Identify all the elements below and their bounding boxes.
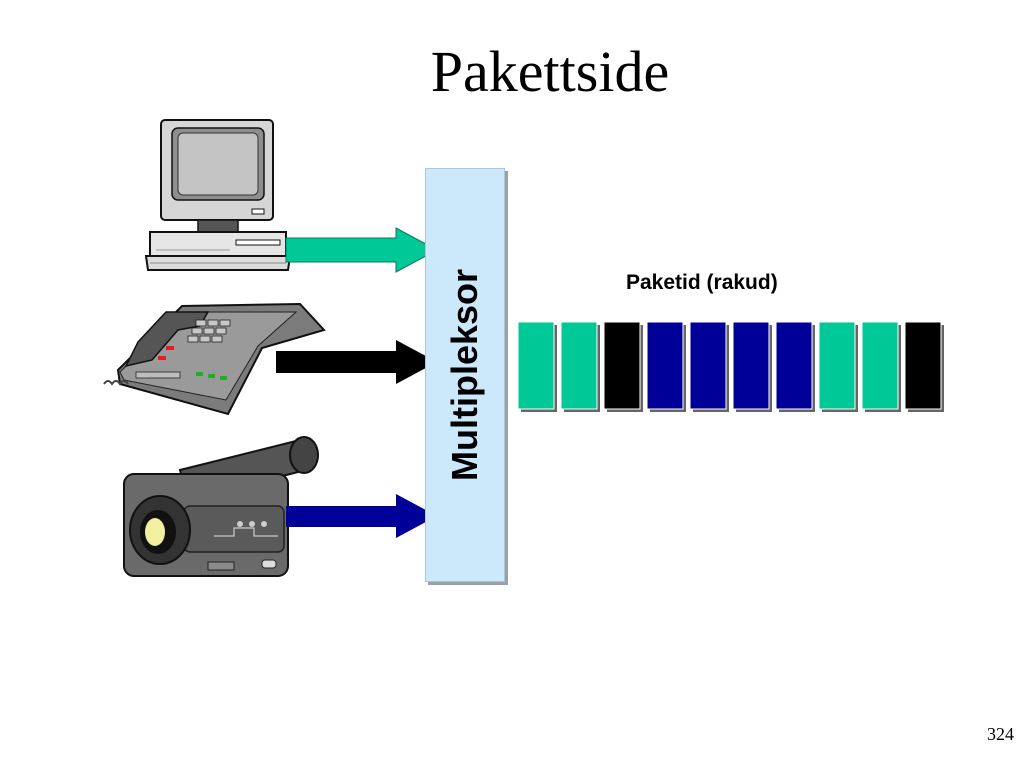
telephone-icon [103, 302, 326, 416]
video-camera-icon [123, 436, 319, 577]
arrow-telephone [276, 340, 437, 384]
arrow-computer [285, 227, 439, 273]
computer-icon [144, 119, 292, 271]
packet-cell-1 [517, 321, 557, 412]
packet-cell-8 [818, 321, 858, 412]
packet-cell-4 [646, 321, 686, 412]
multiplexer-box: Multipleksor [425, 168, 505, 582]
packet-cell-10 [904, 321, 944, 412]
slide-title: Pakettside [430, 39, 670, 104]
packet-cell-9 [861, 321, 901, 412]
page-number: 324 [987, 724, 1014, 744]
arrow-camera [286, 494, 437, 538]
packet-stream [517, 321, 944, 412]
packets-label: Paketid (rakud) [626, 271, 778, 294]
packet-cell-7 [775, 321, 815, 412]
packet-cell-2 [560, 321, 600, 412]
packet-cell-5 [689, 321, 729, 412]
multiplexer-label: Multipleksor [444, 268, 485, 482]
packet-cell-6 [732, 321, 772, 412]
packet-cell-3 [603, 321, 643, 412]
